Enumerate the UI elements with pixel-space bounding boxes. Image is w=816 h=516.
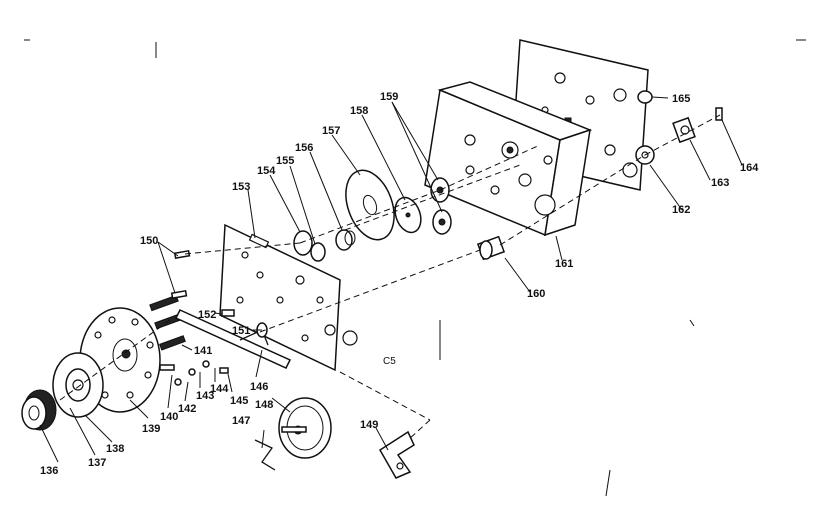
- scan-artifacts: [24, 39, 806, 497]
- label-143: 143: [196, 390, 214, 402]
- label-148: 148: [255, 399, 273, 411]
- label-147: 147: [232, 415, 250, 427]
- label-165: 165: [672, 93, 690, 105]
- label-161: 161: [555, 258, 573, 270]
- label-144: 144: [210, 383, 229, 395]
- label-137: 137: [88, 457, 106, 469]
- assembly-lines: [59, 114, 721, 441]
- label-136: 136: [40, 465, 58, 477]
- flange: [52, 352, 104, 418]
- disc: [394, 196, 422, 234]
- knob: [21, 389, 57, 431]
- label-139: 139: [142, 423, 160, 435]
- label-150: 150: [140, 235, 158, 247]
- front-rotor: [79, 294, 186, 413]
- label-142: 142: [178, 403, 196, 415]
- section-label: C5: [383, 356, 396, 367]
- cylinder: [476, 235, 506, 261]
- bracket: [378, 430, 415, 479]
- label-162: 162: [672, 204, 690, 216]
- label-140: 140: [160, 411, 178, 423]
- gear: [278, 397, 332, 459]
- label-146: 146: [250, 381, 268, 393]
- label-160: 160: [527, 288, 545, 300]
- leader-lines: [39, 96, 743, 463]
- label-164: 164: [740, 162, 759, 174]
- label-138: 138: [106, 443, 124, 455]
- small-fasteners: [174, 309, 268, 386]
- label-149: 149: [360, 419, 378, 431]
- label-141: 141: [194, 345, 212, 357]
- main-gear-housing: [424, 81, 593, 237]
- washers: [430, 177, 452, 235]
- label-155: 155: [276, 155, 294, 167]
- label-153: 153: [232, 181, 250, 193]
- label-156: 156: [295, 142, 313, 154]
- label-157: 157: [322, 125, 340, 137]
- part-labels: 136 137 138 139 140 141 142 143 144 145 …: [40, 91, 759, 477]
- label-151: 151: [232, 325, 250, 337]
- label-145: 145: [230, 395, 248, 407]
- label-159: 159: [380, 91, 398, 103]
- label-154: 154: [257, 165, 276, 177]
- label-163: 163: [711, 177, 729, 189]
- label-158: 158: [350, 105, 368, 117]
- label-152: 152: [198, 309, 216, 321]
- front-mounting-plate: [219, 223, 358, 372]
- bushings: [293, 229, 356, 262]
